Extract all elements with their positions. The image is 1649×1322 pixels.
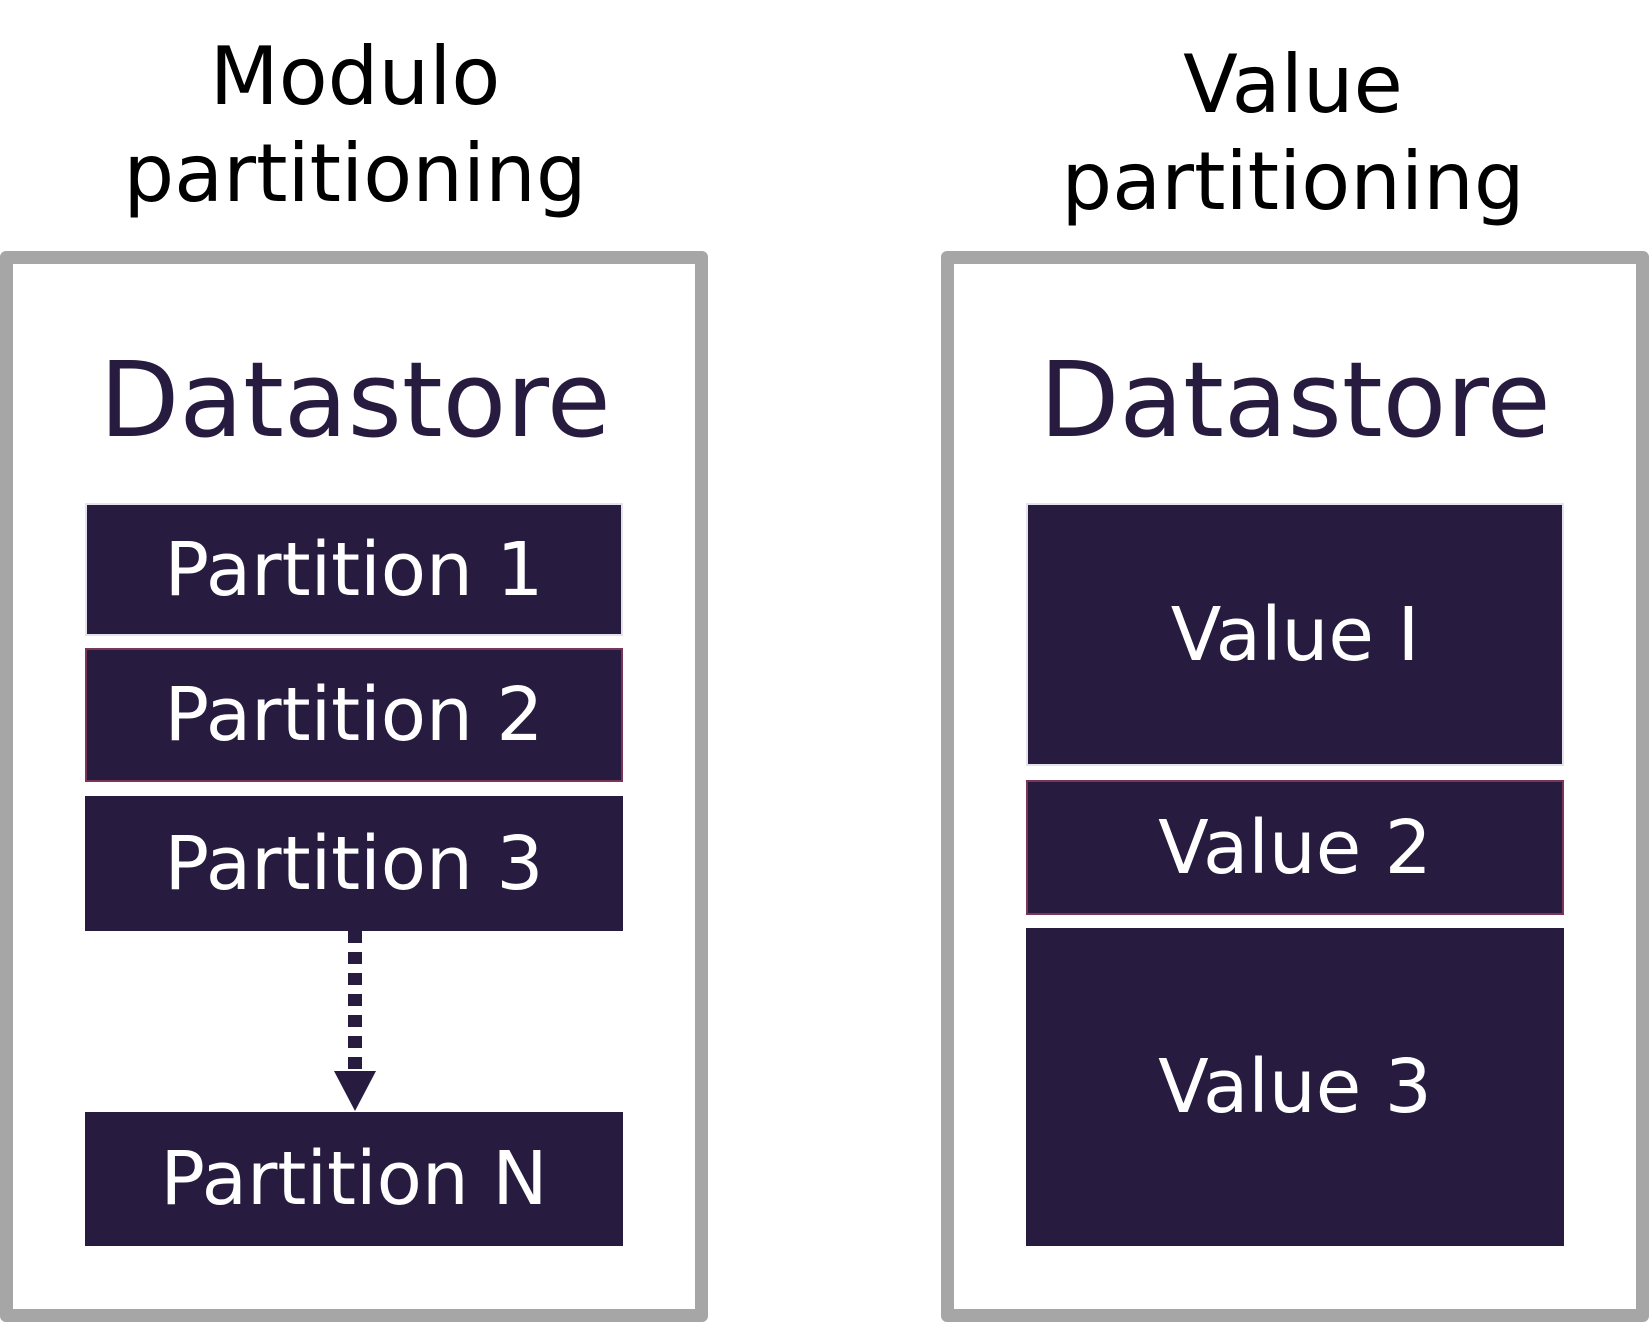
value-datastore-title: Datastore — [1039, 339, 1551, 461]
partition-3-block: Partition 3 — [85, 796, 623, 931]
value-heading-line2: partitioning — [1061, 135, 1525, 228]
dotted-arrow-head — [334, 1071, 376, 1111]
modulo-heading-line2: partitioning — [123, 127, 587, 220]
value-heading-line1: Value — [1183, 38, 1403, 131]
value-2-block: Value 2 — [1026, 780, 1564, 915]
modulo-heading: Modulo partitioning — [30, 28, 680, 222]
partition-n-block: Partition N — [85, 1112, 623, 1246]
partition-2-block: Partition 2 — [85, 648, 623, 782]
value-1-block: Value I — [1026, 503, 1564, 766]
value-3-block: Value 3 — [1026, 928, 1564, 1246]
modulo-datastore-title: Datastore — [99, 339, 611, 461]
value-heading: Value partitioning — [968, 36, 1618, 230]
dotted-arrow-down-icon — [334, 931, 376, 1111]
partition-1-block: Partition 1 — [85, 503, 623, 636]
modulo-heading-line1: Modulo — [209, 30, 501, 123]
